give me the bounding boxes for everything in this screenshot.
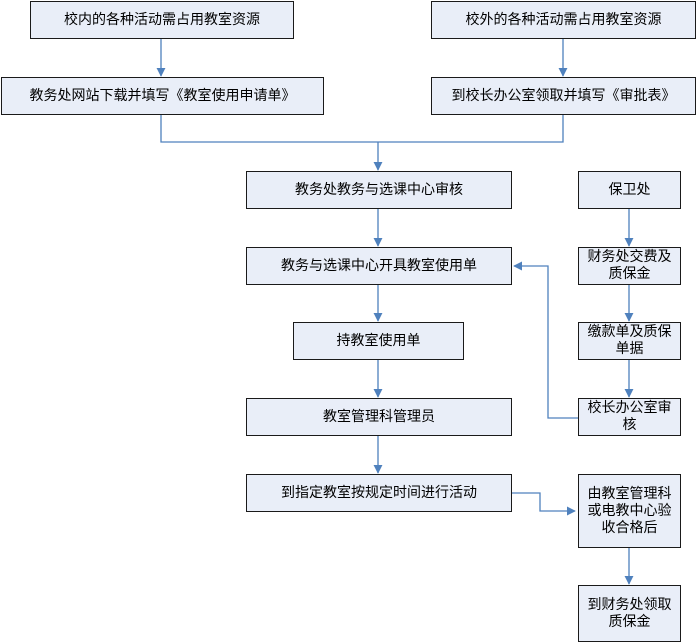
node-principal-review: 校长办公室审核 (578, 398, 681, 436)
arrow-activity-to-inspection (512, 492, 576, 516)
node-pay-deposit: 财务处交费及质保金 (578, 247, 681, 285)
node-external-activity: 校外的各种活动需占用教室资源 (431, 1, 696, 39)
node-download-form: 教务处网站下载并填写《教室使用申请单》 (1, 77, 324, 115)
node-room-admin: 教室管理科管理员 (246, 398, 512, 436)
node-center-review: 教务处教务与选课中心审核 (246, 171, 512, 209)
node-hold-form: 持教室使用单 (293, 322, 464, 360)
node-issue-form: 教务与选课中心开具教室使用单 (246, 247, 512, 285)
node-do-activity: 到指定教室按规定时间进行活动 (246, 474, 512, 512)
arrow-merge-to-center-review (160, 115, 564, 143)
node-receipt: 缴款单及质保单据 (578, 322, 681, 360)
node-inspection: 由教室管理科或电教中心验收合格后 (578, 474, 681, 548)
node-security: 保卫处 (578, 171, 681, 209)
node-principal-form: 到校长办公室领取并填写《审批表》 (431, 77, 696, 115)
node-internal-activity: 校内的各种活动需占用教室资源 (30, 1, 294, 39)
arrow-principal-review-to-issue (513, 261, 578, 419)
node-refund: 到财务处领取质保金 (578, 585, 681, 642)
